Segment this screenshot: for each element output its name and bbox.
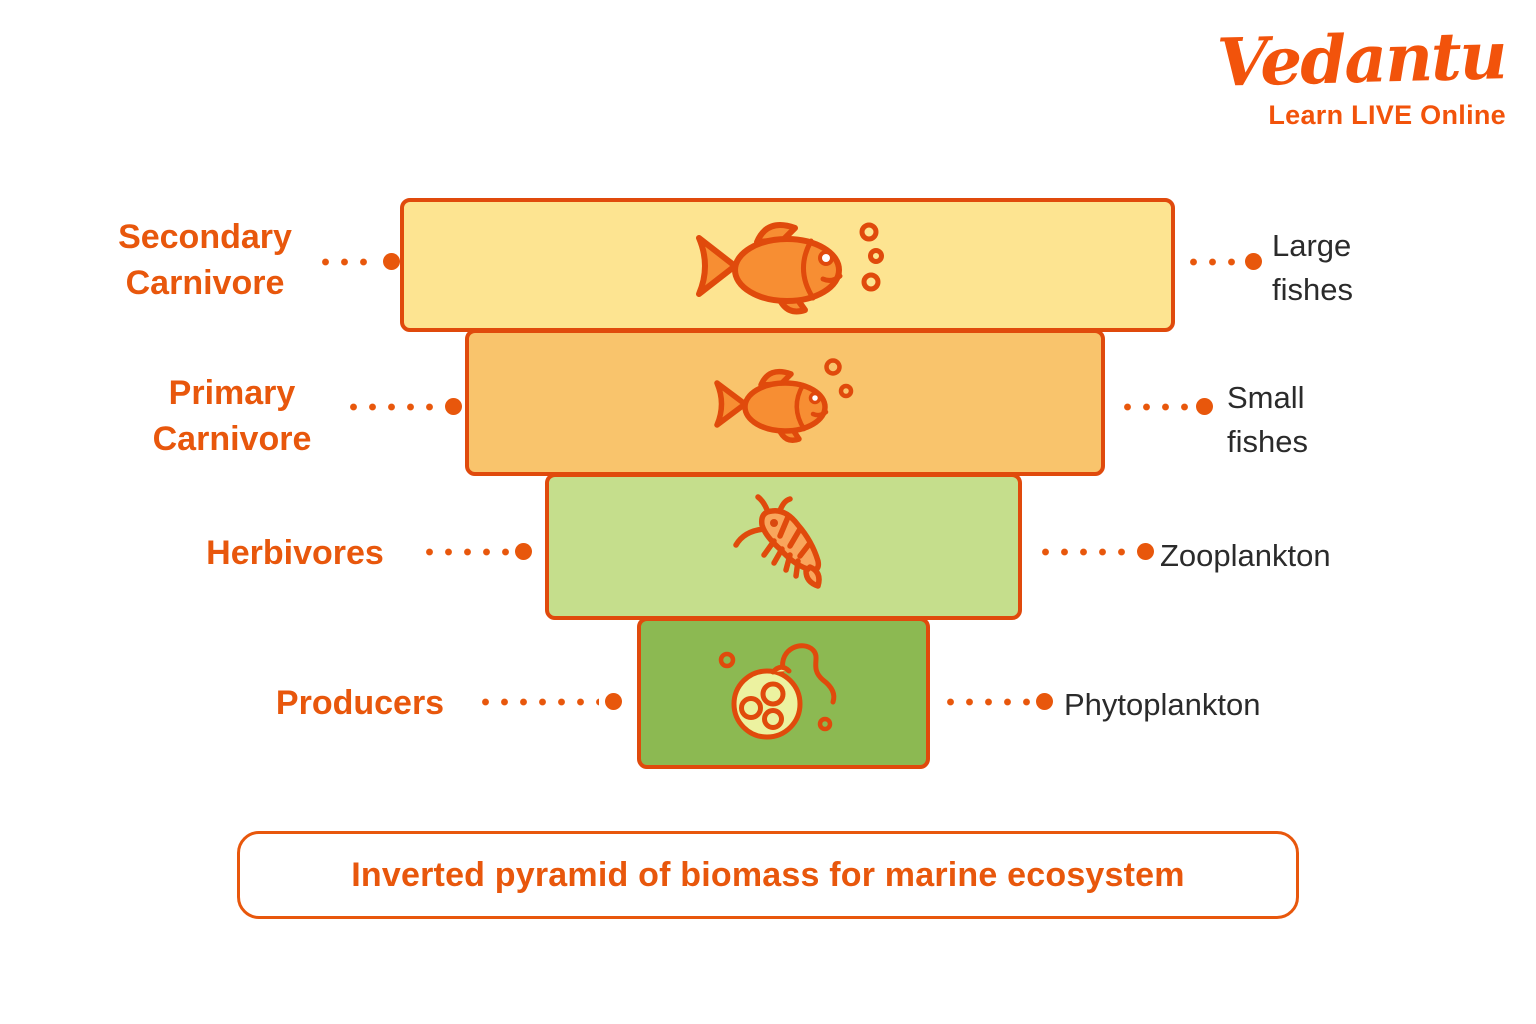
vedantu-logo: Vedantu Learn LIVE Online [1217, 16, 1507, 131]
phytoplankton-icon [709, 636, 859, 751]
dotted-connector-right-4 [941, 693, 1053, 710]
connector-dot [1137, 543, 1154, 560]
connector-dot [383, 253, 400, 270]
connector-dots [1184, 257, 1239, 266]
label-secondary-carnivore: Secondary Carnivore [118, 218, 292, 303]
label-phytoplankton: Phytoplankton [1064, 687, 1261, 722]
connector-dots [476, 697, 599, 706]
dotted-connector-left-4 [476, 693, 622, 710]
connector-dots [344, 402, 439, 411]
pyramid-level-herbivores [545, 473, 1022, 620]
logo-tagline: Learn LIVE Online [1268, 100, 1506, 130]
connector-dots [1118, 402, 1190, 411]
connector-dot [1196, 398, 1213, 415]
label-zooplankton: Zooplankton [1160, 538, 1331, 573]
connector-dot [1245, 253, 1262, 270]
pyramid-level-secondary-carnivore [400, 198, 1175, 332]
dotted-connector-right-2 [1118, 398, 1213, 415]
connector-dot [515, 543, 532, 560]
caption-box: Inverted pyramid of biomass for marine e… [237, 831, 1299, 919]
connector-dots [420, 547, 509, 556]
label-small-fishes: Small fishes [1227, 380, 1308, 460]
label-primary-carnivore: Primary Carnivore [152, 374, 312, 459]
connector-dots [316, 257, 377, 266]
connector-dots [1036, 547, 1131, 556]
label-large-fishes: Large fishes [1272, 228, 1353, 308]
connector-dot [1036, 693, 1053, 710]
pyramid-level-primary-carnivore [465, 329, 1105, 476]
zooplankton-icon [728, 491, 840, 603]
large-fish-icon [683, 208, 893, 323]
label-herbivores: Herbivores [206, 534, 384, 572]
connector-dots [941, 697, 1030, 706]
small-fish-icon [705, 355, 865, 450]
dotted-connector-left-3 [420, 543, 532, 560]
vedantu-wordmark: Vedantu [1216, 16, 1507, 102]
dotted-connector-left-1 [316, 253, 400, 270]
dotted-connector-right-3 [1036, 543, 1154, 560]
caption-text: Inverted pyramid of biomass for marine e… [351, 855, 1185, 894]
dotted-connector-left-2 [344, 398, 462, 415]
dotted-connector-right-1 [1184, 253, 1262, 270]
connector-dot [445, 398, 462, 415]
pyramid-level-producers [637, 617, 930, 769]
label-producers: Producers [275, 684, 445, 722]
connector-dot [605, 693, 622, 710]
